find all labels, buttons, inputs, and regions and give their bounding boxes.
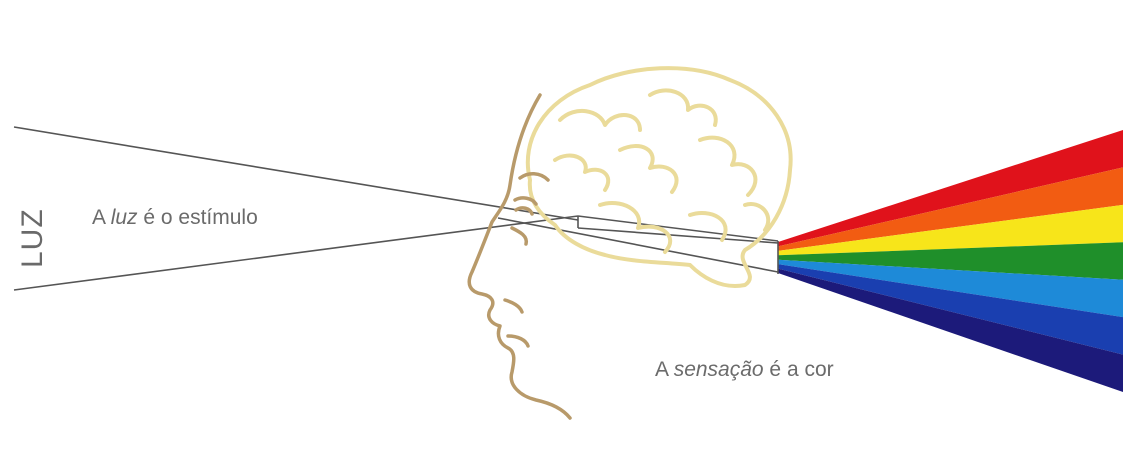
optic-mid-line — [578, 228, 778, 243]
stimulus-prefix: A — [92, 206, 111, 229]
brain-drawing — [528, 68, 791, 286]
face-profile-drawing — [469, 95, 570, 418]
stimulus-emphasis: luz — [111, 206, 138, 229]
luz-vertical-label: LUZ — [16, 208, 50, 268]
sensation-emphasis: sensação — [674, 358, 764, 381]
beam-top-line — [578, 216, 778, 241]
sensation-prefix: A — [655, 358, 674, 381]
color-spectrum — [778, 130, 1123, 392]
stimulus-caption: A luz é o estímulo — [92, 206, 258, 230]
sensation-caption: A sensação é a cor — [655, 358, 834, 382]
sensation-suffix: é a cor — [764, 358, 834, 381]
stimulus-suffix: é o estímulo — [138, 206, 258, 229]
